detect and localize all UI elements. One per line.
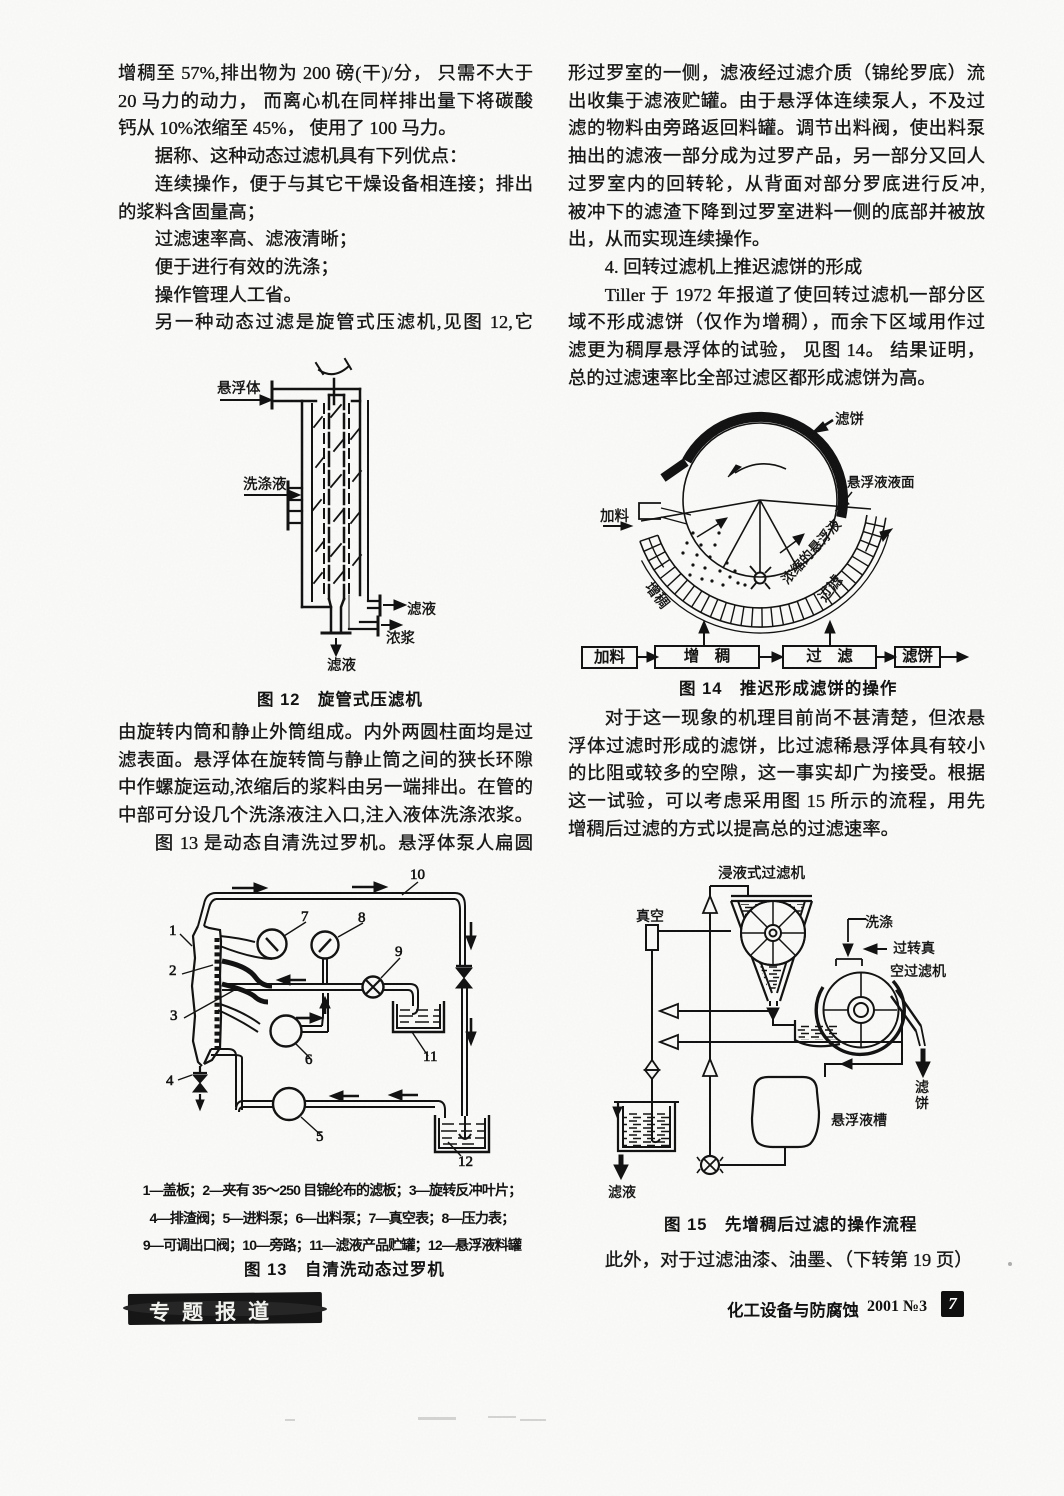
fig13-number-7: 7 (301, 909, 309, 926)
text-line: 增稠后过滤的方式以提高总的过滤速率。 (568, 818, 900, 839)
figure-13-caption: 图 13 自清洗动态过罗机 (244, 1261, 445, 1279)
figure-12-caption: 图 12 旋管式压滤机 (257, 691, 423, 709)
figure-14-caption: 图 14 推迟形成滤饼的操作 (679, 680, 898, 698)
text-line: 形过罗室的一侧，滤液经过滤介质（锦纶罗底）流 (568, 63, 985, 83)
text-line: 此外，对于过滤油漆、油墨、（下转第 19 页） (604, 1250, 973, 1270)
fig13-number-2: 2 (169, 963, 177, 980)
scan-artifact (1008, 1262, 1012, 1266)
fig15-label-suspension-tank: 悬浮液槽 (831, 1114, 887, 1129)
text-line: 过罗室内的回转轮，从背面对部分罗底进行反冲, (568, 173, 985, 194)
figure-12-rotary-tube-filter-press: 悬浮体 洗涤液 滤液 浓浆 滤液 (150, 355, 450, 690)
text-line: 另一种动态过滤是旋管式压滤机,见图 12,它 (154, 312, 534, 333)
text-line: 这一试验，可以考虑采用图 15 所示的流程，用先 (568, 791, 985, 812)
text-line: 浮体过滤时形成的滤饼，比过滤稀悬浮体具有较小 (568, 735, 985, 756)
left-column-paragraph-1: 增稠至 57%,排出物为 200 磅(干)/分， 只需不大于 20 马力的动力， … (118, 60, 533, 337)
text-line: 对于这一现象的机理目前尚不甚清楚，但浓悬 (604, 708, 986, 728)
fig13-number-6: 6 (305, 1052, 313, 1069)
text-line: 4. 回转过滤机上推迟滤饼的形成 (604, 256, 863, 277)
text-line: 中部可分设几个洗涤液注入口,注入液体洗涤浓浆。 (118, 805, 533, 826)
fig14-flow-box-cake: 滤饼 (901, 648, 933, 665)
fig13-number-10: 10 (410, 867, 426, 884)
text-line: 1—盖板；2—夹有 35～250 目锦纶布的滤板；3—旋转反冲叶片； (142, 1182, 523, 1198)
scan-artifact (488, 1416, 516, 1418)
fig12-label-filtrate-right: 滤液 (407, 602, 436, 618)
text-line: 出收集于滤液贮罐。由于悬浮体连续泵人，不及过 (568, 90, 985, 111)
text-line: 过滤速率高、滤液清晰； (154, 229, 358, 250)
right-column-paragraph-2: 对于这一现象的机理目前尚不甚清楚，但浓悬浮体过滤时形成的滤饼，比过滤稀悬浮体具有… (568, 705, 985, 844)
right-column-closing-line: 此外，对于过滤油漆、油墨、（下转第 19 页） (568, 1247, 973, 1275)
text-line: 据称、这种动态过滤机具有下列优点： (154, 146, 468, 167)
text-line: 滤更为稠厚悬浮体的试验， 见图 14。 结果证明， (568, 340, 985, 361)
fig13-number-8: 8 (358, 910, 366, 927)
text-line: 出，从而实现连续操作。 (568, 229, 771, 250)
fig15-label-cake: 滤饼 (915, 1081, 929, 1112)
fig14-label-cake: 滤饼 (835, 412, 864, 428)
figure-15-thicken-then-filter-flow: 浸液式过滤机 真空 洗涤 过转真 空过滤机 滤饼 悬浮液槽 滤液 (600, 860, 975, 1210)
text-line: 被冲下的滤渣下降到过罗室进料一侧的底部并被放 (568, 201, 985, 222)
fig15-label-immersion-filter: 浸液式过滤机 (718, 866, 805, 882)
page-number-badge: 7 (941, 1291, 964, 1317)
text-line: 钙从 10%浓缩至 45%， 使用了 100 马力。 (118, 118, 457, 139)
text-line: 的浆料含固量高； (118, 201, 266, 222)
fig15-label-vacuum: 真空 (636, 910, 664, 925)
text-line: Tiller 于 1972 年报道了使回转过滤机一部分区 (604, 284, 986, 305)
figure-13-self-cleaning-dynamic-filter: 1 2 3 4 5 6 7 8 9 10 11 12 (160, 866, 500, 1176)
figure-14-delayed-cake-formation: 滤饼 悬浮液液面 加料 增稠 浓缩的悬浮液 过滤 加料 增 稠 过 滤 滤饼 (575, 405, 975, 695)
text-line: 图 13 是动态自清洗过罗机。悬浮体泵人扁圆 (154, 832, 534, 853)
section-banner-text: 专题报道 (148, 1299, 282, 1325)
fig13-number-9: 9 (395, 944, 403, 961)
text-line: 由旋转内筒和静止外筒组成。内外两圆柱面均是过 (118, 722, 533, 742)
journal-name: 化工设备与防腐蚀 (727, 1302, 859, 1320)
fig12-label-suspension: 悬浮体 (217, 381, 261, 397)
fig13-number-1: 1 (169, 923, 177, 940)
text-line: 增稠至 57%,排出物为 200 磅(干)/分， 只需不大于 (118, 63, 533, 83)
fig13-number-5: 5 (316, 1129, 324, 1146)
fig13-number-12: 12 (458, 1154, 474, 1171)
text-line: 20 马力的动力， 而离心机在同样排出量下将碳酸 (118, 90, 533, 111)
fig14-flow-box-thicken: 增 稠 (683, 648, 731, 665)
text-line: 滤表面。悬浮体在旋转筒与静止筒之间的狭长环隙 (118, 749, 533, 770)
issue-info: 2001 №3 (867, 1298, 928, 1315)
text-line: 中作螺旋运动,浓缩后的浆料由另一端排出。在管的 (118, 777, 533, 798)
fig13-number-3: 3 (170, 1008, 178, 1025)
fig13-number-4: 4 (166, 1073, 174, 1090)
fig14-flow-box-feed: 加料 (593, 649, 625, 666)
text-line: 便于进行有效的洗涤； (154, 256, 339, 277)
figure-15-caption: 图 15 先增稠后过滤的操作流程 (664, 1216, 918, 1234)
scan-artifact (520, 1419, 546, 1421)
figure-13-legend: 1—盖板；2—夹有 35～250 目锦纶布的滤板；3—旋转反冲叶片； 4—排渣阀；… (112, 1177, 552, 1260)
text-line: 抽出的滤液一部分成为过罗产品，另一部分又回人 (568, 146, 985, 167)
fig15-label-rotary-vacuum-2: 空过滤机 (890, 965, 946, 980)
fig15-label-rotary-vacuum-1: 过转真 (893, 942, 935, 957)
text-line: 操作管理人工省。 (154, 284, 302, 305)
fig14-label-feed: 加料 (600, 509, 629, 525)
fig13-number-11: 11 (423, 1049, 438, 1066)
text-line: 连续操作，便于与其它干燥设备相连接；排出 (154, 173, 534, 194)
figure-13-diagram (177, 881, 491, 1157)
text-line: 域不形成滤饼（仅作为增稠），而余下区域用作过 (568, 312, 985, 333)
fig12-label-thick-slurry: 浓浆 (386, 631, 415, 647)
section-banner: 专题报道 (127, 1291, 323, 1326)
text-line: 的比阻或较多的空隙，这一事实却广为接受。根据 (568, 763, 985, 784)
fig14-flow-box-filter: 过 滤 (806, 648, 853, 665)
fig12-label-wash-liquid: 洗涤液 (243, 477, 287, 493)
fig15-label-wash: 洗涤 (865, 916, 893, 931)
scan-artifact (418, 1417, 456, 1420)
right-column-paragraph-1: 形过罗室的一侧，滤液经过滤介质（锦纶罗底）流出收集于滤液贮罐。由于悬浮体连续泵人… (568, 60, 985, 392)
fig15-label-filtrate: 滤液 (608, 1186, 636, 1201)
text-line: 滤的物料由旁路返回料罐。调节出料阀，使出料泵 (568, 118, 985, 139)
scan-artifact (285, 1419, 295, 1421)
text-line: 4—排渣阀；5—进料泵；6—出料泵；7—真空表；8—压力表； (149, 1209, 516, 1226)
text-line: 总的过滤速率比全部过滤区都形成滤饼为高。 (568, 367, 936, 388)
fig14-label-suspension-level: 悬浮液液面 (847, 475, 915, 490)
left-column-paragraph-2: 由旋转内筒和静止外筒组成。内外两圆柱面均是过滤表面。悬浮体在旋转筒与静止筒之间的… (118, 719, 533, 858)
fig12-label-filtrate-bottom: 滤液 (327, 658, 356, 674)
